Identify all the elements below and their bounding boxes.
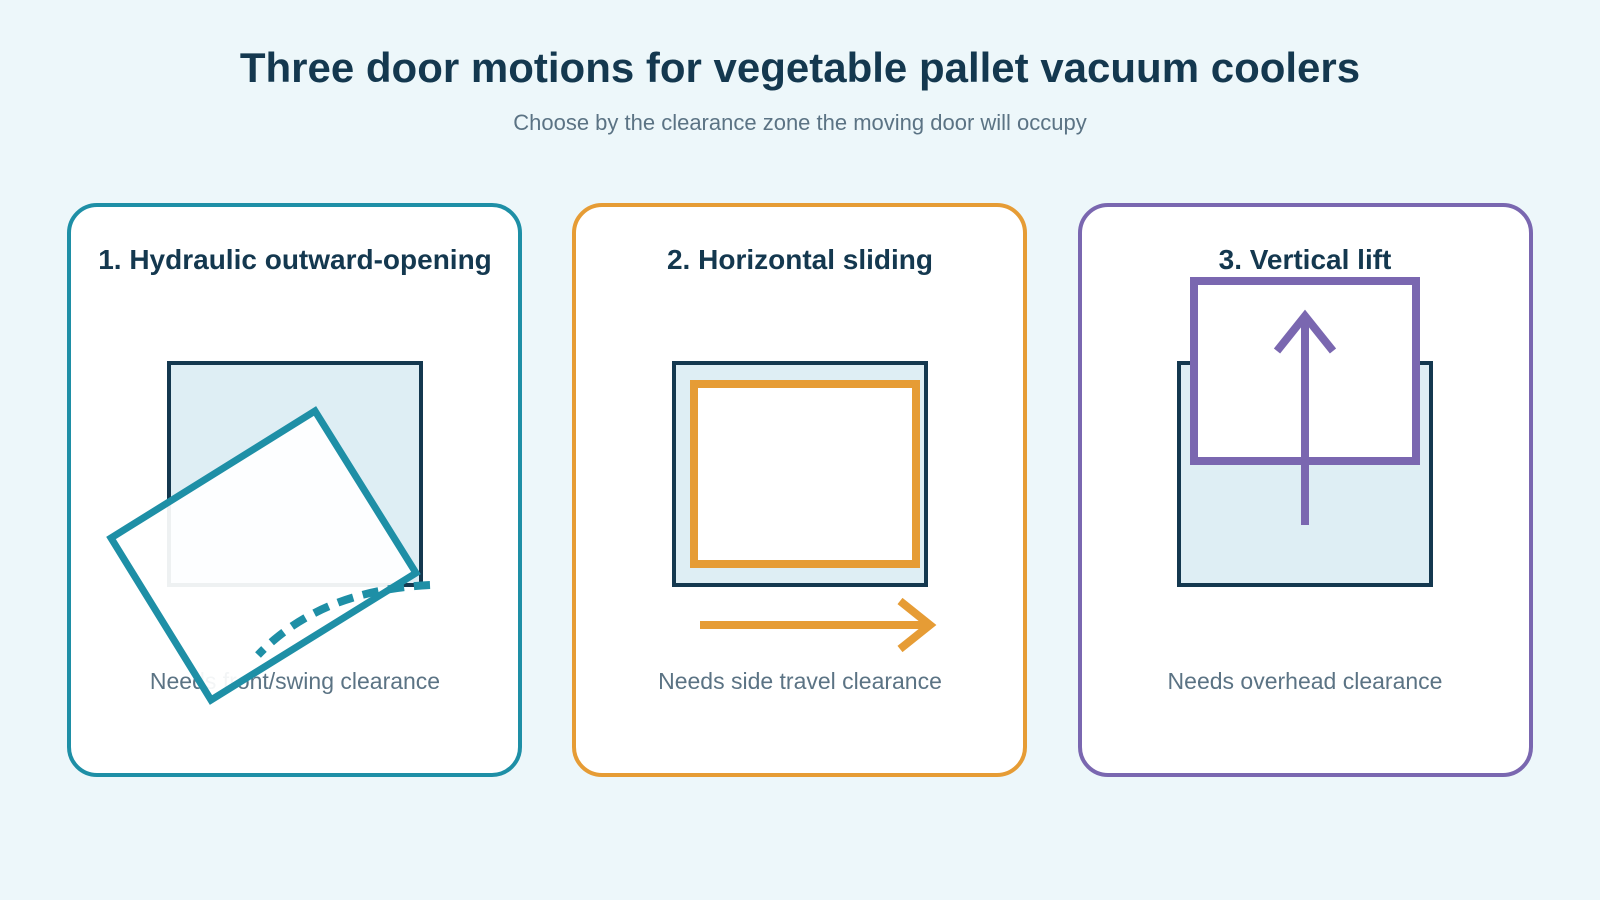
card-title: 2. Horizontal sliding bbox=[667, 244, 933, 275]
card-vertical-lift: 3. Vertical lift Needs overhead clearanc… bbox=[1078, 203, 1533, 777]
sliding-door bbox=[690, 380, 920, 568]
swing-arc bbox=[255, 581, 431, 658]
card-title: 1. Hydraulic outward-opening bbox=[98, 244, 492, 275]
page-subtitle: Choose by the clearance zone the moving … bbox=[513, 110, 1087, 135]
card-caption: Needs side travel clearance bbox=[658, 668, 942, 694]
slide-arrow-head bbox=[897, 597, 937, 653]
swung-door bbox=[106, 406, 421, 705]
card-hydraulic-outward-opening: 1. Hydraulic outward-opening Needs front… bbox=[67, 203, 522, 777]
card-title: 3. Vertical lift bbox=[1219, 244, 1392, 275]
card-horizontal-sliding: 2. Horizontal sliding Needs side travel … bbox=[572, 203, 1027, 777]
lift-arrow-head bbox=[1273, 309, 1337, 354]
card-caption: Needs overhead clearance bbox=[1168, 668, 1443, 694]
page-title: Three door motions for vegetable pallet … bbox=[240, 44, 1360, 91]
